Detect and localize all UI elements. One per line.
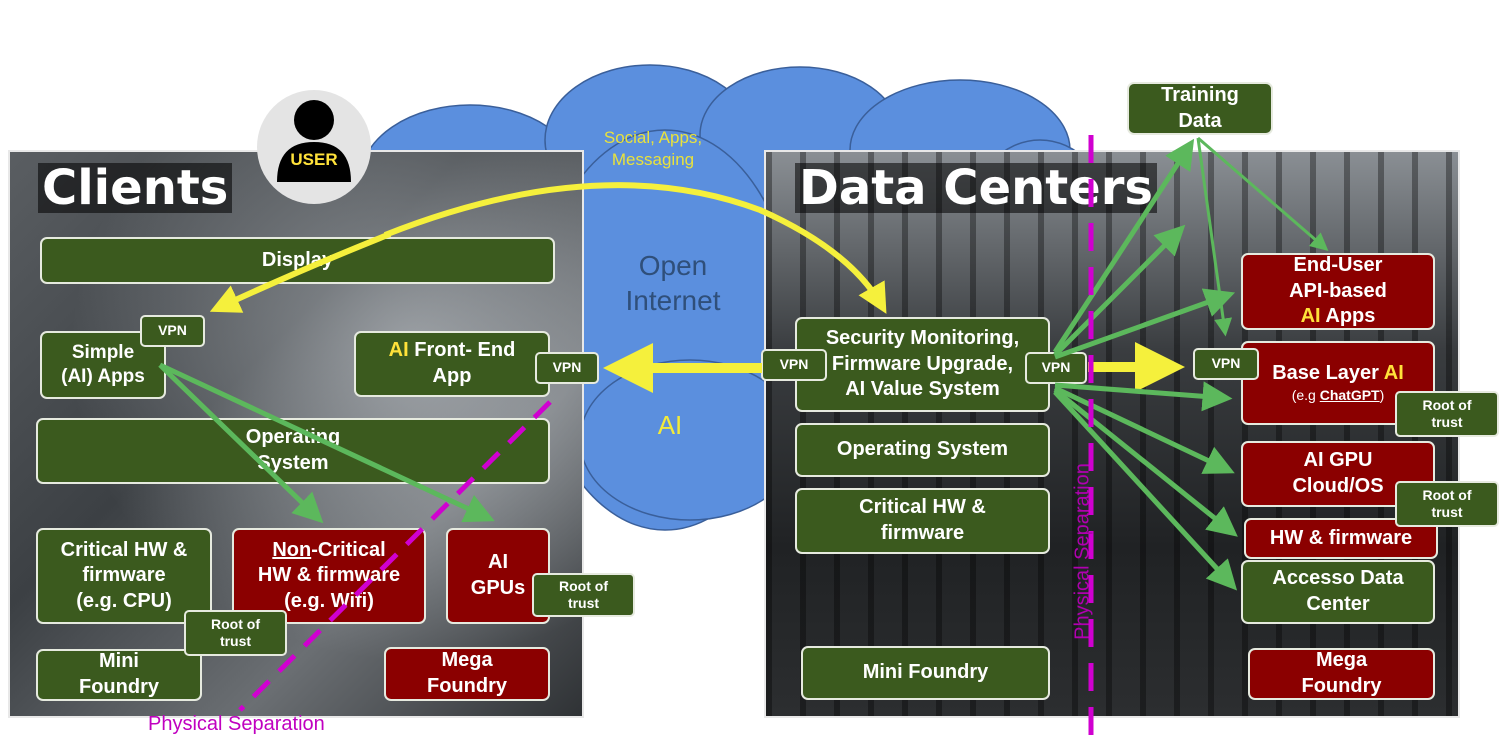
dc-operating-system-box: Operating System xyxy=(795,423,1050,477)
green-arrow-vpn-to-hw xyxy=(1053,388,1238,537)
user-silhouette-icon xyxy=(277,100,351,182)
cloud-social-label: Social, Apps,Messaging xyxy=(603,128,703,170)
green-arrow-vpn-to-base xyxy=(1054,381,1233,412)
vpn-tag-simple-apps: VPN xyxy=(140,315,205,347)
green-arrow-vpn-to-accesso xyxy=(1053,390,1238,591)
green-arrow-vpn-to-gpu-cloud xyxy=(1053,385,1235,474)
green-arrow-vpn-to-end-user xyxy=(1054,288,1236,360)
ai-front-end-box: AI Front- End App xyxy=(354,331,550,397)
display-box: Display xyxy=(40,237,555,284)
cloud-ai-label: AI xyxy=(657,410,683,440)
green-arrow-training-to-end-user xyxy=(1197,136,1329,251)
dc-critical-hw-box: Critical HW &firmware xyxy=(795,488,1050,554)
green-arrow-simple-to-gpus xyxy=(158,362,495,523)
yellow-arrow-to-simple-apps xyxy=(209,231,392,313)
clients-critical-hw-box: Critical HW &firmware(e.g. CPU) xyxy=(36,528,212,624)
dc-physical-separation-label: Physical Separation xyxy=(1071,463,1094,640)
data-centers-title: Data Centers xyxy=(795,163,1157,213)
user-label: USER xyxy=(290,150,338,169)
clients-physical-separation-label: Physical Separation xyxy=(148,713,325,735)
green-arrow-security-to-training xyxy=(1052,138,1195,354)
vpn-tag-dc-right: VPN xyxy=(1193,348,1259,380)
clients-title: Clients xyxy=(38,163,233,213)
yellow-arrow-to-security xyxy=(383,182,887,314)
clients-physical-separation-line xyxy=(238,400,552,712)
non-critical-hw-box: Non-Critical HW & firmware(e.g. Wifi) xyxy=(232,528,426,624)
end-user-api-apps-box: End-User API-based AI Apps xyxy=(1241,253,1435,330)
green-arrow-vpn-up-1 xyxy=(1053,224,1186,357)
dc-hw-firmware-box: HW & firmware xyxy=(1244,518,1438,559)
green-arrow-simple-to-noncritical xyxy=(158,363,324,524)
security-monitoring-box: Security Monitoring, Firmware Upgrade, A… xyxy=(795,317,1050,412)
base-layer-ai-box: Base Layer AI (e.g ChatGPT) xyxy=(1241,341,1435,425)
vpn-tag-dc-left: VPN xyxy=(761,349,827,381)
vpn-tag-front-end: VPN xyxy=(535,352,599,384)
user-avatar xyxy=(257,90,371,204)
dc-mini-foundry-box: Mini Foundry xyxy=(801,646,1050,700)
